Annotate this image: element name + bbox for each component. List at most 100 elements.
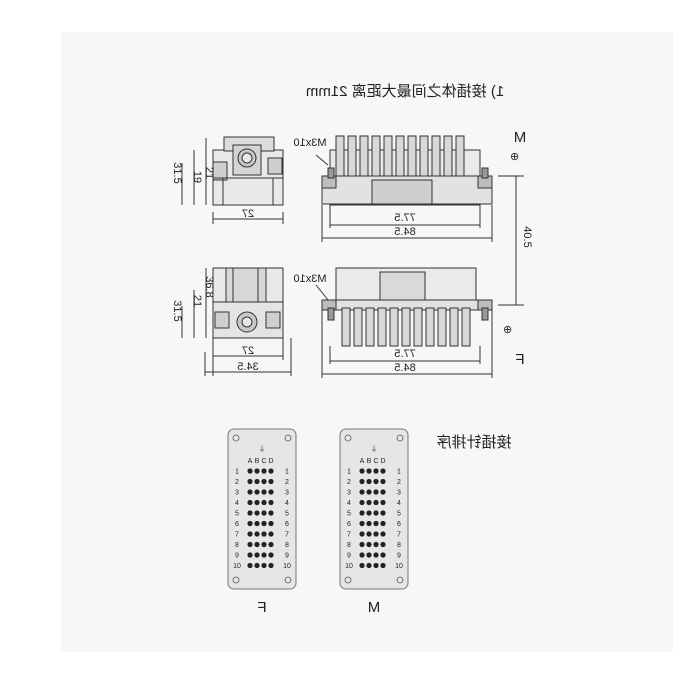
pin-m-B8 (366, 541, 372, 548)
pin-row-label-left-f-10: 10 (233, 563, 241, 570)
mounting-hole-f-2 (232, 576, 240, 584)
pin-m-A7 (359, 531, 365, 537)
pin-f-C4 (261, 499, 267, 506)
pin-f-C3 (261, 489, 267, 495)
dim-vertical-total-lines (498, 175, 524, 306)
mounting-hole-f-3 (284, 576, 292, 584)
top-main-view (315, 135, 493, 242)
pin-m-D8 (380, 541, 386, 548)
pin-f-C10 (261, 562, 267, 569)
pin-f-B10 (254, 562, 260, 569)
bottom-side-view (181, 267, 292, 376)
pin-m-A4 (359, 499, 365, 506)
label-m-side: M (514, 129, 527, 146)
pin-row-label-right-f-8: 8 (285, 542, 289, 549)
pin-m-B7 (366, 531, 372, 537)
pin-f-D8 (268, 541, 274, 548)
pin-row-label-right-f-6: 6 (285, 521, 289, 528)
pin-m-B2 (366, 478, 372, 485)
drawing-title: 1) 接插体之间最大距离 21mm (306, 83, 504, 100)
pin-row-label-left-m-9: 9 (347, 553, 351, 560)
pin-m-B4 (366, 499, 372, 506)
pin-m-D6 (380, 520, 386, 527)
dim-top-side-a: 21 (203, 167, 215, 179)
pin-f-B8 (254, 541, 260, 548)
pin-row-label-right-f-4: 4 (285, 500, 289, 507)
pin-row-label-left-m-3: 3 (347, 490, 351, 497)
pin-f-B3 (254, 489, 260, 495)
pin-m-C7 (373, 531, 379, 537)
pin-column-label-m-A: A (360, 458, 365, 465)
pin-f-D5 (268, 510, 274, 516)
pin-m-D10 (380, 562, 386, 569)
pin-column-label-f-D: D (268, 458, 273, 465)
dim-bottom-side-b: 21 (191, 295, 203, 307)
pin-row-label-right-m-7: 7 (397, 532, 401, 539)
pin-m-C5 (373, 510, 379, 516)
pin-row-label-right-m-4: 4 (397, 500, 401, 507)
pin-row-label-right-m-9: 9 (397, 553, 401, 560)
pin-f-A5 (247, 510, 253, 516)
pin-m-A2 (359, 478, 365, 485)
pin-m-B6 (366, 520, 372, 527)
dim-top-side-width: 27 (242, 208, 254, 220)
mounting-hole-m-3 (396, 576, 404, 584)
pin-f-D1 (268, 468, 274, 474)
pin-m-C3 (373, 489, 379, 495)
pin-m-B3 (366, 489, 372, 495)
pin-m-C6 (373, 520, 379, 527)
mounting-hole-m-0 (344, 434, 352, 442)
pin-f-D3 (268, 489, 274, 495)
pin-row-label-right-f-3: 3 (285, 490, 289, 497)
pin-f-A10 (247, 562, 253, 569)
pin-f-D4 (268, 499, 274, 506)
pin-f-D9 (268, 552, 274, 558)
pin-f-C6 (261, 520, 267, 527)
pin-row-label-right-f-9: 9 (285, 553, 289, 560)
pin-row-label-left-f-8: 8 (235, 542, 239, 549)
pin-row-label-right-f-1: 1 (285, 469, 289, 476)
ground-symbol-f: ⏚ (259, 445, 266, 453)
pin-m-D1 (380, 468, 386, 474)
pin-row-label-left-f-4: 4 (235, 500, 239, 507)
pin-m-A5 (359, 510, 365, 516)
dim-bottom-side-c: 31.5 (171, 300, 183, 321)
pin-f-C2 (261, 478, 267, 485)
pin-row-label-left-f-9: 9 (235, 553, 239, 560)
pin-row-label-right-f-10: 10 (283, 563, 291, 570)
dim-bottom-inner-length: 77.5 (394, 348, 415, 360)
mounting-hole-f-0 (232, 434, 240, 442)
label-f-side: F (515, 351, 524, 368)
pin-m-C8 (373, 541, 379, 548)
pin-row-label-left-f-2: 2 (235, 479, 239, 486)
pin-f-B1 (254, 468, 260, 474)
pin-row-label-left-m-10: 10 (345, 563, 353, 570)
pin-row-label-left-f-7: 7 (235, 532, 239, 539)
pin-m-A9 (359, 552, 365, 558)
top-fins (335, 135, 465, 177)
pin-f-B5 (254, 510, 260, 516)
pin-f-B4 (254, 499, 260, 506)
label-screw-bottom: M3x10 (293, 273, 326, 285)
pin-m-D9 (380, 552, 386, 558)
pin-f-C9 (261, 552, 267, 558)
dim-bottom-side-a: 36.8 (203, 276, 215, 297)
pin-f-B6 (254, 520, 260, 527)
pin-order-label: 接插针排序 (436, 434, 511, 451)
pin-m-C4 (373, 499, 379, 506)
pin-row-label-left-m-6: 6 (347, 521, 351, 528)
pin-row-label-right-f-5: 5 (285, 511, 289, 518)
pin-row-label-right-f-2: 2 (285, 479, 289, 486)
pin-m-A3 (359, 489, 365, 495)
pin-m-B10 (366, 562, 372, 569)
pin-row-label-right-m-5: 5 (397, 511, 401, 518)
pin-f-D2 (268, 478, 274, 485)
pin-f-C1 (261, 468, 267, 474)
pin-f-A7 (247, 531, 253, 537)
pin-row-label-left-m-5: 5 (347, 511, 351, 518)
dim-top-side-b: 19 (191, 171, 203, 183)
pin-m-A6 (359, 520, 365, 527)
pin-row-label-left-m-1: 1 (347, 469, 351, 476)
pin-f-B7 (254, 531, 260, 537)
